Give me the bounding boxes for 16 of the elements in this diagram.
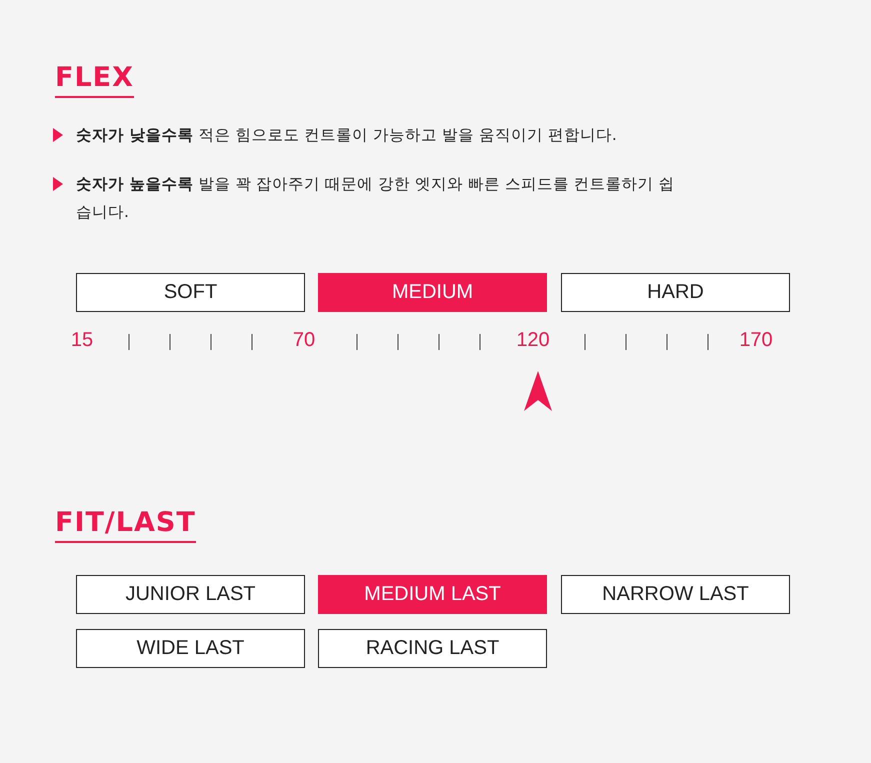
- scale-number: 120: [516, 329, 550, 352]
- scale-number: 170: [739, 329, 773, 352]
- scale-number: 70: [292, 329, 316, 352]
- bullet-text: 숫자가 낮을수록 적은 힘으로도 컨트롤이 가능하고 발을 움직이기 편합니다.: [76, 125, 618, 146]
- option-box: JUNIOR LAST: [76, 575, 305, 614]
- scale-number: 15: [70, 329, 94, 352]
- bullet-text: 숫자가 높을수록 발을 꽉 잡아주기 때문에 강한 엣지와 빠른 스피드를 컨트롤하기 쉽습니다.: [76, 174, 676, 223]
- option-box: RACING LAST: [318, 629, 547, 668]
- option-box: HARD: [561, 273, 790, 312]
- option-box: SOFT: [76, 273, 305, 312]
- option-box: WIDE LAST: [76, 629, 305, 668]
- section-heading: FIT/LAST: [55, 505, 196, 543]
- section-heading: FLEX: [55, 60, 134, 98]
- selected-option-box: MEDIUM: [318, 273, 547, 312]
- option-box: NARROW LAST: [561, 575, 790, 614]
- selected-option-box: MEDIUM LAST: [318, 575, 547, 614]
